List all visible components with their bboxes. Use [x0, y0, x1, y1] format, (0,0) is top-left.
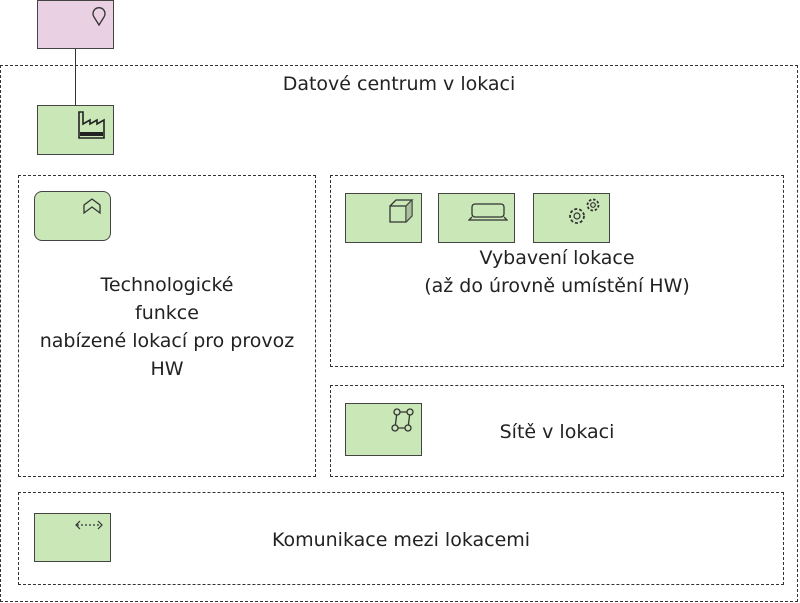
functions-label-line: funkce	[135, 302, 199, 324]
facility-icon	[78, 111, 105, 139]
functions-group[interactable]: Technologické funkce nabízené lokací pro…	[18, 175, 316, 477]
technology-function-icon	[83, 198, 101, 215]
location-element[interactable]	[37, 0, 114, 49]
equipment-label-line: (až do úrovně umístění HW)	[424, 275, 690, 297]
location-icon	[92, 7, 106, 27]
system-software-element[interactable]	[533, 193, 610, 243]
system-software-icon	[569, 198, 600, 224]
communication-label: Komunikace mezi lokacemi	[271, 529, 531, 551]
device-icon	[468, 203, 508, 221]
path-element[interactable]	[34, 513, 111, 562]
networks-group[interactable]: Sítě v lokaci	[330, 385, 784, 477]
functions-label: Technologické funkce nabízené lokací pro…	[19, 271, 315, 383]
networks-label: Sítě v lokaci	[499, 421, 615, 443]
node-icon	[389, 199, 414, 223]
facility-element[interactable]	[37, 105, 114, 155]
technology-function-element[interactable]	[34, 191, 111, 241]
communication-network-icon	[391, 408, 414, 432]
device-element[interactable]	[438, 193, 515, 243]
node-element[interactable]	[345, 193, 422, 243]
equipment-label-line: Vybavení lokace	[479, 247, 635, 269]
datacenter-label: Datové centrum v lokaci	[282, 73, 516, 95]
functions-label-line: nabízené lokací pro provoz	[39, 330, 295, 352]
communication-network-element[interactable]	[345, 403, 422, 456]
association-line	[75, 49, 77, 105]
equipment-group[interactable]: Vybavení lokace (až do úrovně umístění H…	[330, 175, 784, 367]
datacenter-group[interactable]: Datové centrum v lokaci	[0, 65, 798, 602]
path-icon	[75, 520, 103, 530]
functions-label-line: Technologické	[100, 274, 234, 296]
equipment-label: Vybavení lokace (až do úrovně umístění H…	[331, 244, 783, 300]
communication-group[interactable]: Komunikace mezi lokacemi	[18, 492, 784, 585]
functions-label-line: HW	[150, 358, 184, 380]
